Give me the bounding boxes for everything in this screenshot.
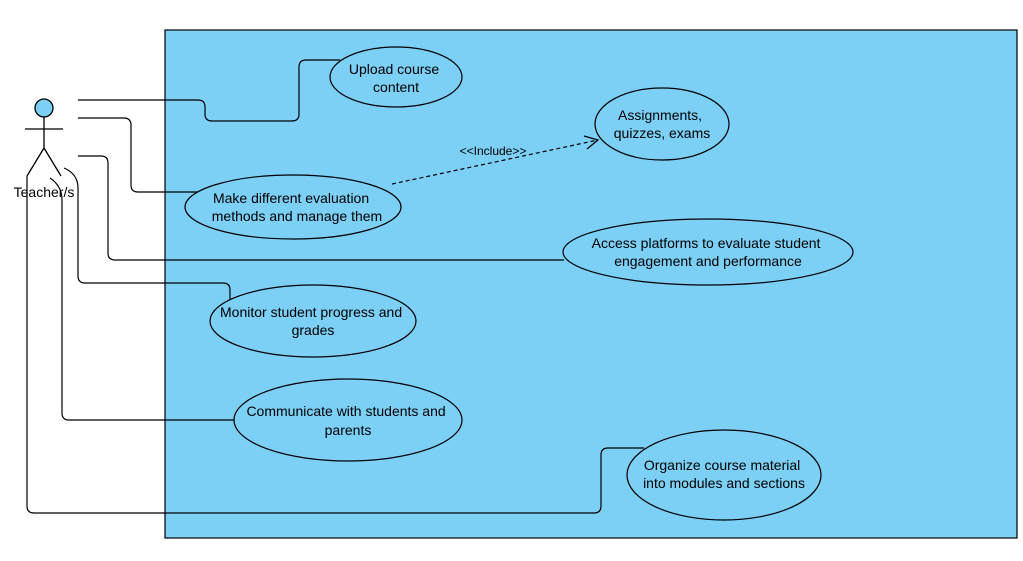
use-case-access: Access platforms to evaluate student eng… [562,218,854,286]
svg-text:Communicate with students and: Communicate with students and parents [246,403,449,438]
use-case-evaluation-line-1: Make different evaluation [213,190,369,206]
actor-label: Teacher/s [14,184,75,200]
include-arrowhead [583,135,600,150]
actor-teacher: Teacher/s [14,98,75,200]
use-case-assignments-line-1: Assignments, [618,107,702,123]
association-organize [26,176,644,514]
use-case-organize: Organize course material into modules an… [626,429,822,521]
use-case-assignments: Assignments, quizzes, exams [594,87,730,161]
association-monitor [63,167,231,300]
svg-text:Assignments, quizzes, ex: Assignments, quizzes, exams [614,107,710,141]
use-case-monitor: Monitor student progress and grades [209,284,417,358]
svg-text:Monitor student progress and: Monitor student progress and grades [220,304,406,338]
use-case-access-line-1: Access platforms to evaluate student [592,235,821,251]
use-case-evaluation: Make different evaluation methods and ma… [184,174,402,240]
use-case-organize-line-2: into modules and sections [643,475,805,491]
use-case-communicate-line-2: parents [325,422,372,438]
use-case-upload: Upload course content [329,46,463,108]
association-evaluation [78,117,198,193]
use-case-communicate: Communicate with students and parents [233,378,463,462]
associations [26,59,644,514]
association-communicate [49,177,235,421]
svg-text:Access platforms to evaluate s: Access platforms to evaluate student eng… [592,235,825,269]
system-boundary [164,29,1018,539]
use-case-evaluation-line-2: methods and manage them [212,208,382,224]
use-case-monitor-line-2: grades [292,322,335,338]
use-case-assignments-line-2: quizzes, exams [614,125,710,141]
association-upload [78,59,340,122]
svg-text:Make different evaluation: Make different evaluation methods and ma… [212,190,382,224]
use-case-organize-line-1: Organize course material [644,457,800,473]
svg-text:Upload course content: Upload course content [349,61,443,95]
include-relation: <<Include>> [391,135,600,185]
association-access [78,155,564,261]
use-case-access-line-2: engagement and performance [614,253,802,269]
use-case-monitor-line-1: Monitor student progress and [220,304,402,320]
include-label: <<Include>> [460,144,527,158]
use-case-communicate-line-1: Communicate with students and [246,403,445,419]
use-case-upload-line-1: Upload course [349,61,439,77]
svg-text:Organize course material: Organize course material into modules an… [643,457,805,491]
stick-figure-icon [25,98,63,177]
use-case-upload-line-2: content [373,79,419,95]
